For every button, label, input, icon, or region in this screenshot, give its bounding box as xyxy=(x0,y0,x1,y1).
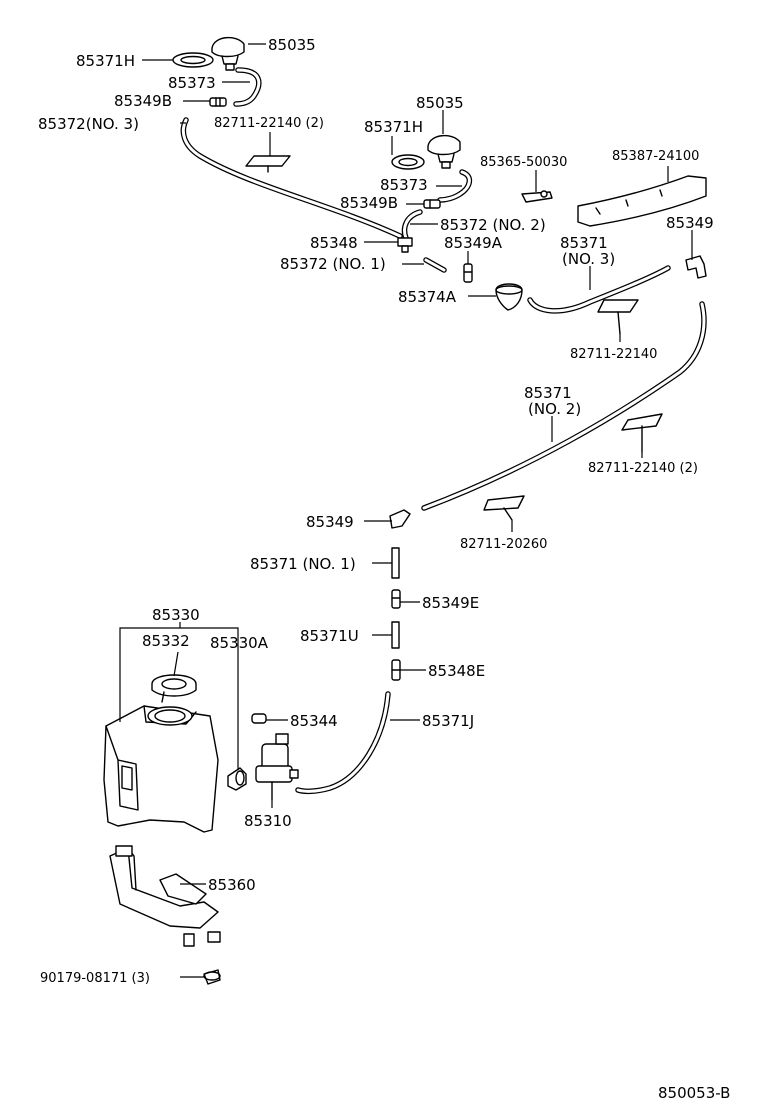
leader-lines xyxy=(119,43,693,978)
clamp-82711-lower-right xyxy=(621,413,663,453)
washer-tank-85330 xyxy=(103,705,219,833)
label-85365-50030: 85365-50030 xyxy=(480,155,567,170)
label-85371h-left: 85371H xyxy=(76,52,135,70)
label-85344: 85344 xyxy=(290,712,338,730)
label-85349b-right: 85349B xyxy=(340,194,398,212)
label-85349a: 85349A xyxy=(444,234,503,252)
hose-85371u xyxy=(391,621,400,649)
check-valve-85349a xyxy=(463,263,473,283)
grommet-right xyxy=(391,154,425,170)
label-85372-no1: 85372 (NO. 1) xyxy=(280,255,386,273)
hose-85371-no2 xyxy=(421,301,707,511)
label-85372-no2: 85372 (NO. 2) xyxy=(440,216,546,234)
label-82711-22140-2-lower: 82711-22140 (2) xyxy=(588,461,698,476)
hose-85371-no3 xyxy=(527,265,671,314)
hose-85373-right xyxy=(437,169,473,203)
label-85349-upper: 85349 xyxy=(666,214,714,232)
label-85035-right: 85035 xyxy=(416,94,464,112)
label-85371-no3-number: 85371 xyxy=(560,234,608,252)
label-85330: 85330 xyxy=(152,606,200,624)
label-85373-left: 85373 xyxy=(168,74,216,92)
label-85371-no3-suffix: (NO. 3) xyxy=(562,250,615,268)
label-85371-no1: 85371 (NO. 1) xyxy=(250,555,356,573)
clamp-82711-middle xyxy=(597,299,639,335)
label-85349-lower: 85349 xyxy=(306,513,354,531)
label-85371j: 85371J xyxy=(422,712,474,730)
nozzle-right xyxy=(427,135,461,169)
hose-85373-left xyxy=(233,67,262,107)
grommet-left xyxy=(172,52,214,68)
hose-85371-no1 xyxy=(391,547,400,579)
label-82711-22140-2-upper: 82711-22140 (2) xyxy=(214,116,324,131)
hose-85372-no3 xyxy=(180,117,403,239)
label-85035-left: 85035 xyxy=(268,36,316,54)
connector-85348e xyxy=(391,659,401,681)
label-85349e: 85349E xyxy=(422,594,479,612)
garnish-85387 xyxy=(577,175,707,227)
plug-85344 xyxy=(251,713,267,724)
label-85348e: 85348E xyxy=(428,662,485,680)
check-valve-85349e xyxy=(391,589,401,609)
bolt-90179 xyxy=(203,969,221,985)
hose-85372-no1 xyxy=(423,257,447,273)
elbow-85349-upper xyxy=(685,255,707,279)
label-85371-no2-number: 85371 xyxy=(524,384,572,402)
fitting-85374a xyxy=(495,283,523,311)
bracket-85360 xyxy=(109,845,221,947)
grommet-85330a xyxy=(227,767,247,791)
label-85371-no2-suffix: (NO. 2) xyxy=(528,400,581,418)
label-85387-24100: 85387-24100 xyxy=(612,149,699,164)
label-85371u: 85371U xyxy=(300,627,359,645)
clamp-82711-20260 xyxy=(483,495,525,521)
diagram-code: 850053-B xyxy=(658,1084,730,1102)
label-85332: 85332 xyxy=(142,632,190,650)
nozzle-left xyxy=(211,37,245,71)
label-85360: 85360 xyxy=(208,876,256,894)
label-82711-20260: 82711-20260 xyxy=(460,537,547,552)
part-labels: 85035 85371H 85373 85349B 85372(NO. 3) 8… xyxy=(38,36,730,1102)
label-85372-no3: 85372(NO. 3) xyxy=(38,115,139,133)
clamp-82711-upper-left xyxy=(245,155,291,173)
clamp-85365 xyxy=(521,190,553,203)
label-85371h-right: 85371H xyxy=(364,118,423,136)
hose-85371j xyxy=(295,691,391,795)
label-85374a: 85374A xyxy=(398,288,457,306)
label-85349b-left: 85349B xyxy=(114,92,172,110)
cap-85332 xyxy=(151,674,197,703)
hose-85372-no2 xyxy=(401,209,423,241)
washer-pump-85310 xyxy=(255,733,299,801)
t-joint-85348 xyxy=(397,237,413,253)
label-85310: 85310 xyxy=(244,812,292,830)
check-valve-85349b-right xyxy=(423,199,441,209)
check-valve-85349b-left xyxy=(209,97,227,107)
label-85330a: 85330A xyxy=(210,634,269,652)
label-85373-right: 85373 xyxy=(380,176,428,194)
label-85348: 85348 xyxy=(310,234,358,252)
label-90179-08171: 90179-08171 (3) xyxy=(40,971,150,986)
label-82711-22140-middle: 82711-22140 xyxy=(570,347,657,362)
elbow-85349-lower xyxy=(389,509,411,529)
